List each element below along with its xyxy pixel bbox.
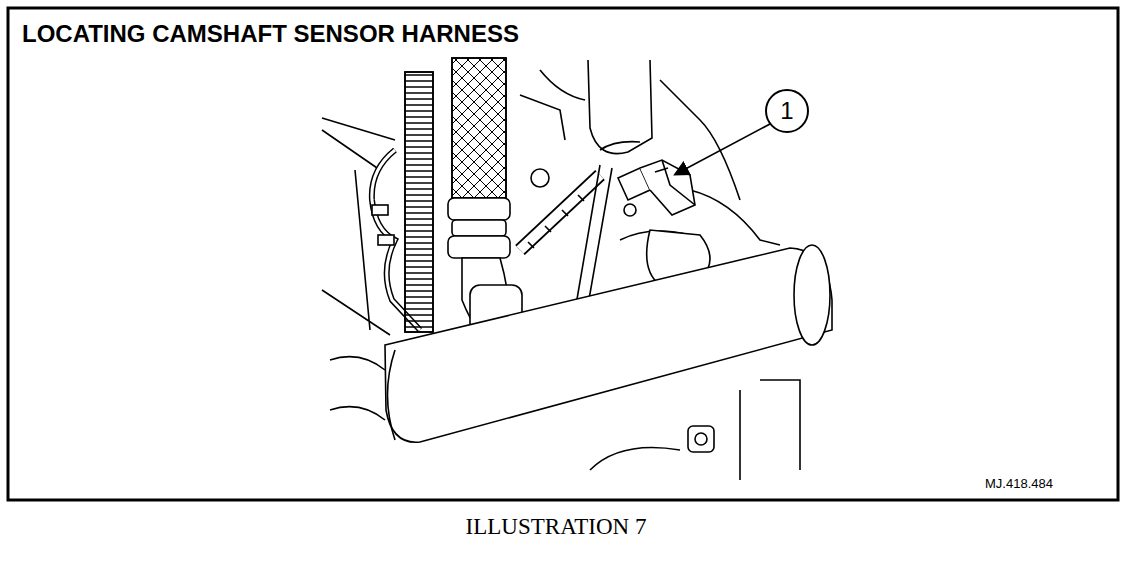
frame — [8, 8, 1118, 500]
callout-number: 1 — [767, 97, 807, 125]
drawing-code: MJ.418.484 — [985, 476, 1053, 491]
figure-title: LOCATING CAMSHAFT SENSOR HARNESS — [22, 20, 519, 48]
figure-caption: ILLUSTRATION 7 — [466, 514, 647, 540]
engine-bay — [322, 58, 832, 480]
